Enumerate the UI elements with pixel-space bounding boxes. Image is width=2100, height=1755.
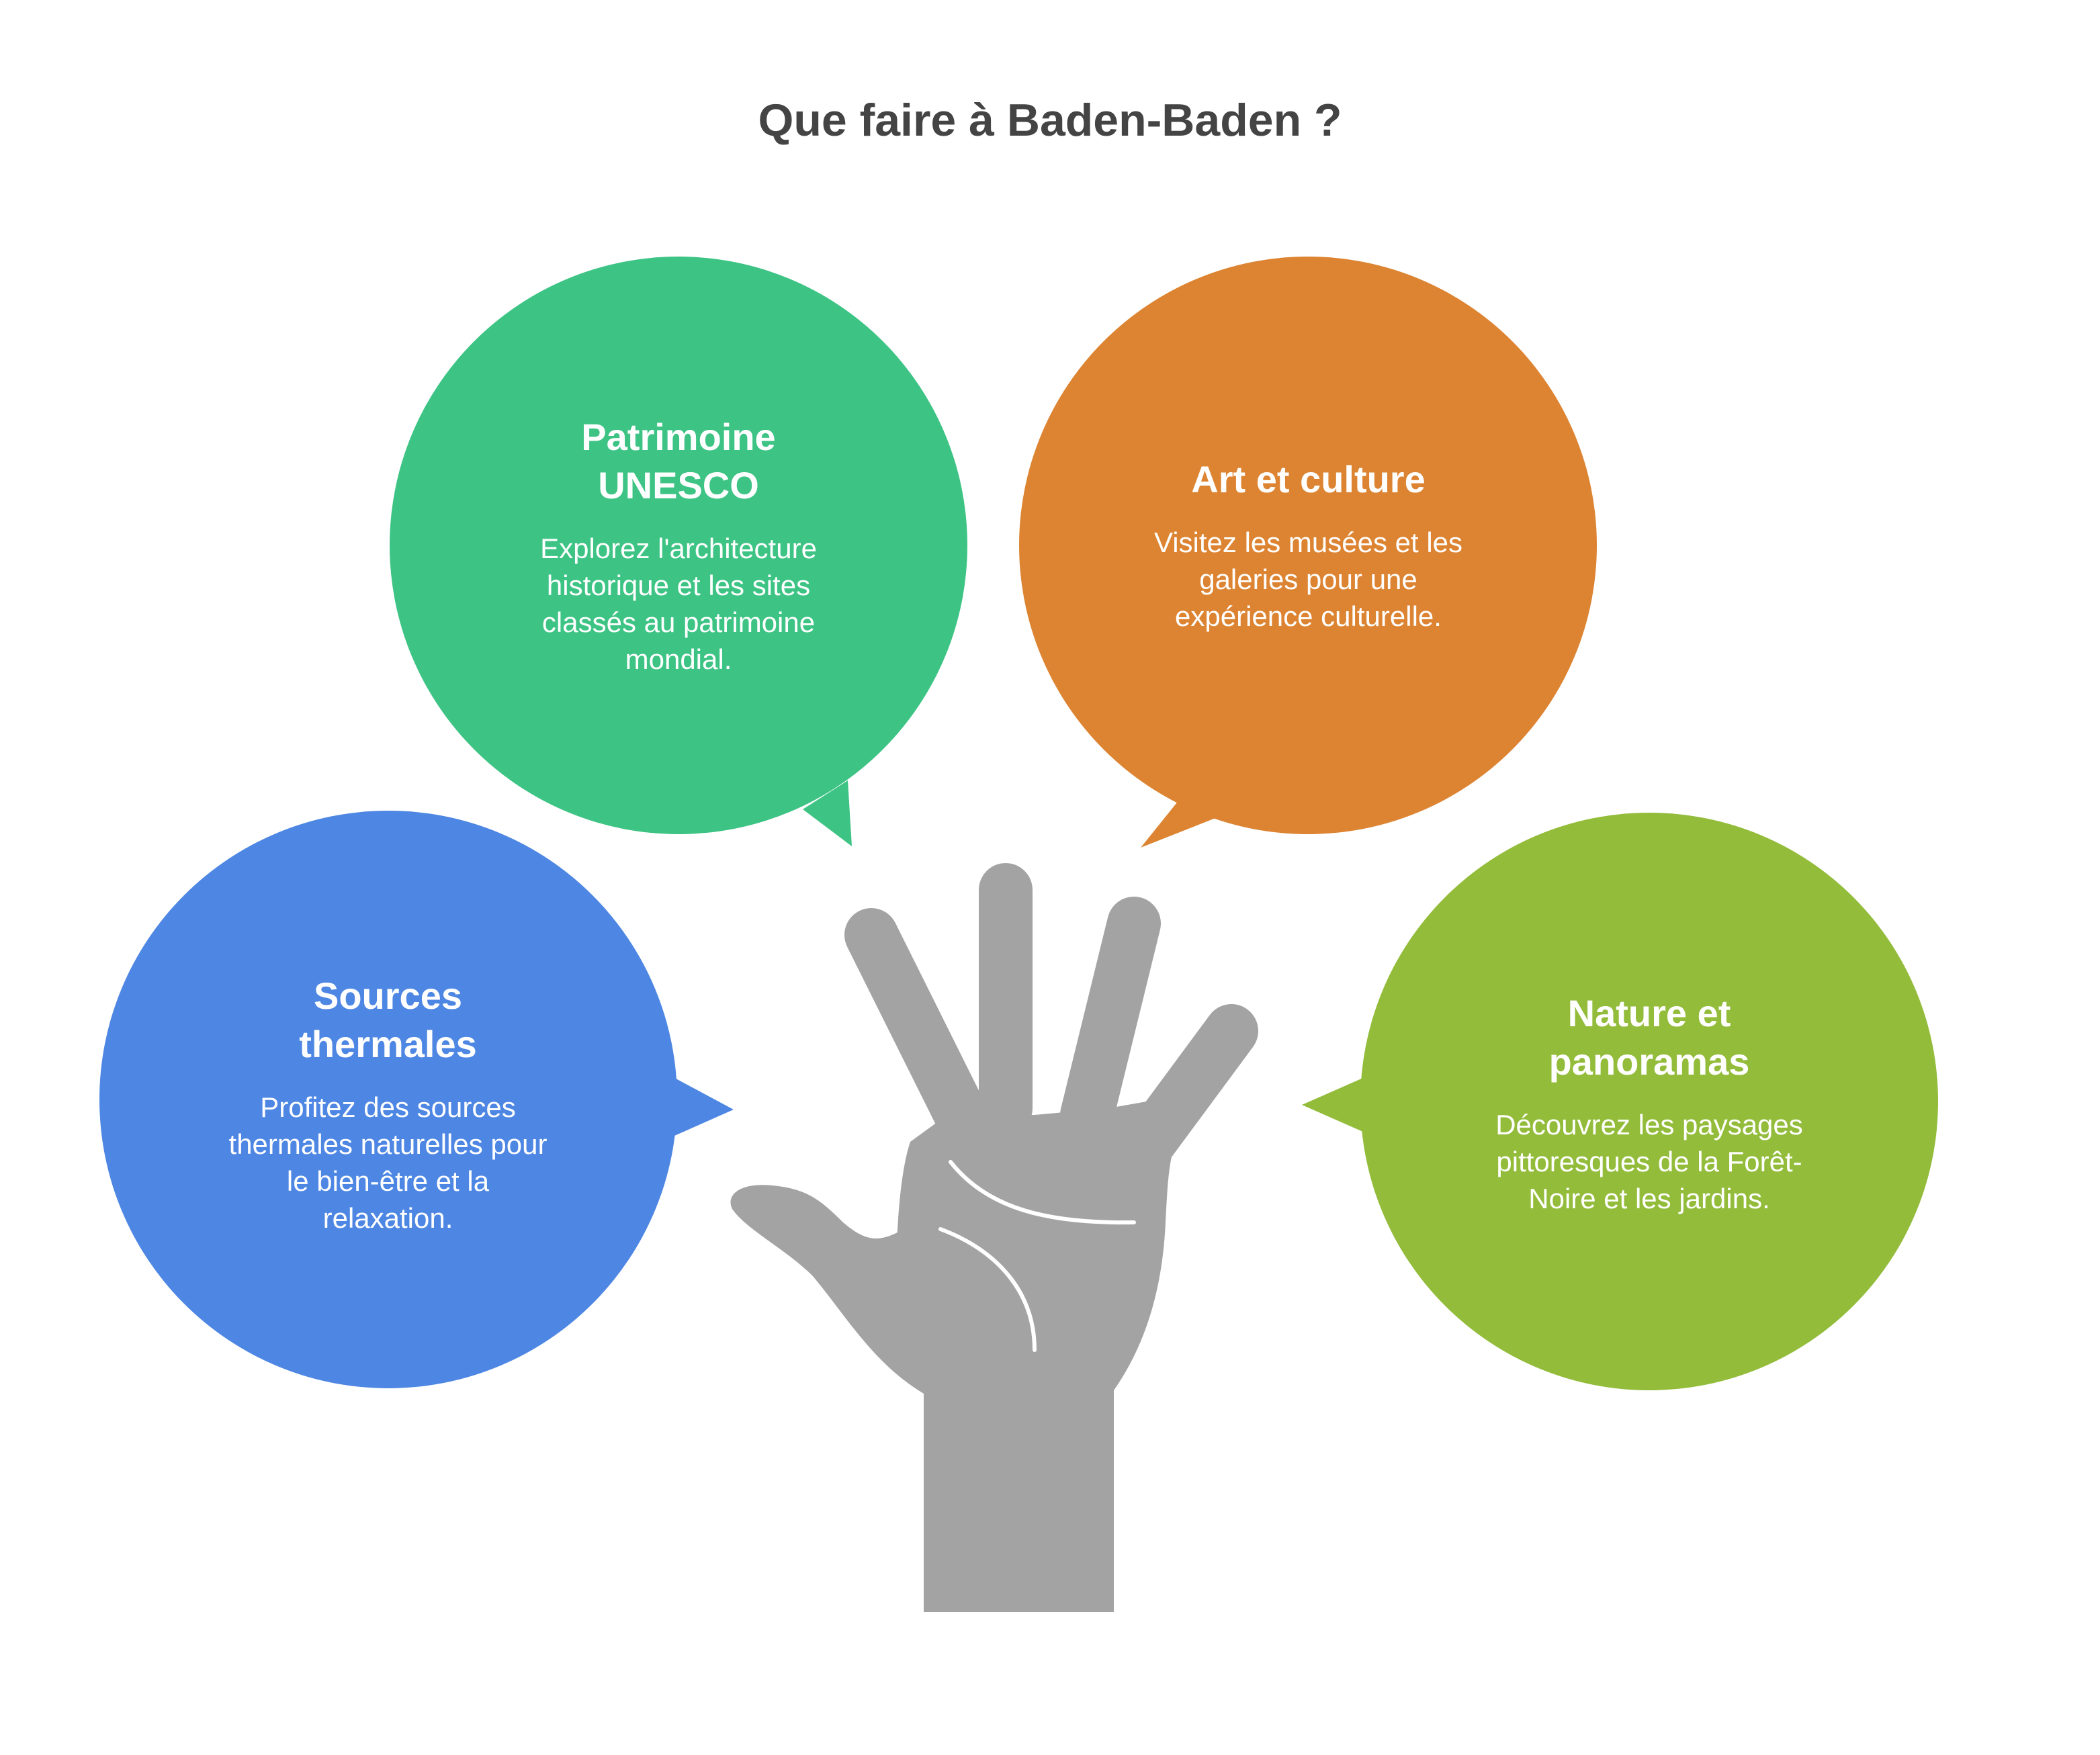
bubble-unesco-text: Patrimoine UNESCO Explorez l'architectur… xyxy=(511,413,846,678)
bubble-nature-circle xyxy=(1360,813,1938,1390)
hand-finger-middle xyxy=(1060,897,1161,1142)
bubble-culture xyxy=(1019,257,1597,848)
diagram-title: Que faire à Baden-Baden ? xyxy=(758,95,1342,146)
hand-palm-line-heart xyxy=(949,1160,1136,1225)
bubble-nature-text: Nature et panoramas Découvrez les paysag… xyxy=(1478,989,1821,1217)
bubble-culture-heading: Art et culture xyxy=(1191,458,1426,500)
bubble-culture-body: Visitez les musées et les galeries pour … xyxy=(1153,527,1463,632)
bubble-sources-circle xyxy=(99,811,677,1388)
bubble-nature-heading: Nature et panoramas xyxy=(1548,992,1750,1083)
bubble-culture-tail xyxy=(1141,779,1237,848)
bubble-nature-tail xyxy=(1302,1075,1370,1135)
bubble-unesco-body: Explorez l'architecture historique et le… xyxy=(540,533,817,675)
bubble-nature-body: Découvrez les paysages pittoresques de l… xyxy=(1495,1109,1803,1214)
bubble-sources xyxy=(99,811,734,1388)
bubble-culture-text: Art et culture Visitez les musées et les… xyxy=(1142,455,1475,635)
bubble-unesco-circle xyxy=(390,257,967,834)
bubble-unesco-heading: Patrimoine UNESCO xyxy=(581,416,776,506)
bubble-unesco xyxy=(390,257,967,846)
bubble-sources-text: Sources thermales Profitez des sources t… xyxy=(222,972,554,1236)
bubble-sources-body: Profitez des sources thermales naturelle… xyxy=(228,1091,548,1234)
bubble-culture-circle xyxy=(1019,257,1597,834)
bubble-sources-heading: Sources thermales xyxy=(299,975,477,1065)
bubble-unesco-tail xyxy=(803,780,852,846)
hand-finger-index xyxy=(1115,1004,1258,1179)
hand-icon xyxy=(730,863,1258,1612)
hand-palm-line-life xyxy=(938,1227,1037,1352)
bubble-sources-tail xyxy=(668,1075,734,1138)
bubble-nature xyxy=(1302,813,1938,1390)
hand-finger-pinky xyxy=(844,908,986,1138)
hand-palm xyxy=(730,1088,1223,1612)
